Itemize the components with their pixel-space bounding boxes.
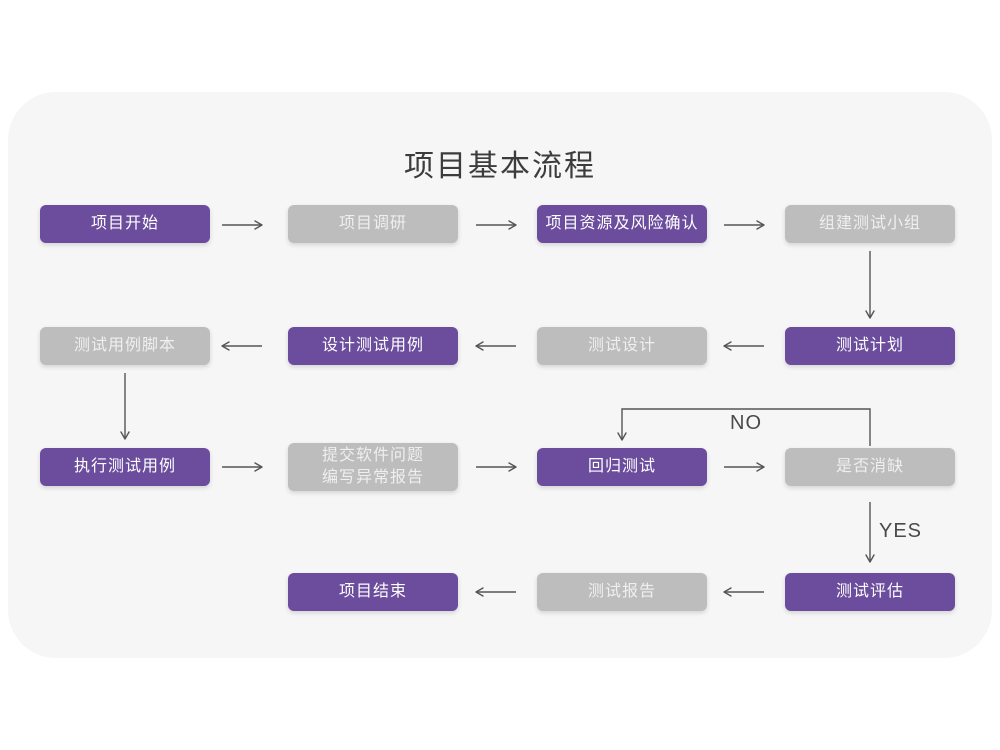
node-label: 测试设计: [587, 337, 656, 354]
node-design-test-case: 设计测试用例: [288, 327, 458, 365]
node-test-design: 测试设计: [537, 327, 707, 365]
node-label: 执行测试用例: [73, 458, 176, 475]
node-execute-test-case: 执行测试用例: [40, 448, 210, 486]
node-defect-resolved: 是否消缺: [785, 448, 955, 486]
node-label: 项目调研: [338, 215, 407, 232]
node-label: 测试报告: [587, 583, 656, 600]
node-test-case-script: 测试用例脚本: [40, 327, 210, 365]
node-label: 设计测试用例: [321, 337, 424, 354]
node-label: 测试用例脚本: [73, 337, 176, 354]
node-label: 是否消缺: [835, 458, 904, 475]
diagram-title: 项目基本流程: [404, 150, 596, 183]
node-label: 测试计划: [835, 337, 904, 354]
node-label-line2: 编写异常报告: [321, 469, 424, 486]
branch-label-yes: YES: [879, 520, 923, 542]
flowchart-card: [8, 92, 992, 658]
node-test-report: 测试报告: [537, 573, 707, 611]
node-project-start: 项目开始: [40, 205, 210, 243]
node-project-research: 项目调研: [288, 205, 458, 243]
node-test-evaluation: 测试评估: [785, 573, 955, 611]
node-label: 测试评估: [835, 583, 904, 600]
node-label: 组建测试小组: [818, 215, 921, 232]
node-regression-test: 回归测试: [537, 448, 707, 486]
node-label-line1: 提交软件问题: [321, 447, 424, 464]
node-label: 回归测试: [587, 458, 656, 475]
node-build-test-team: 组建测试小组: [785, 205, 955, 243]
node-submit-issue-report: 提交软件问题 编写异常报告: [288, 443, 458, 491]
node-label: 项目资源及风险确认: [545, 215, 699, 232]
branch-label-no: NO: [730, 412, 762, 434]
node-label: 项目开始: [90, 215, 159, 232]
node-project-end: 项目结束: [288, 573, 458, 611]
node-resource-risk-confirm: 项目资源及风险确认: [537, 205, 707, 243]
node-test-plan: 测试计划: [785, 327, 955, 365]
node-label: 项目结束: [338, 583, 407, 600]
